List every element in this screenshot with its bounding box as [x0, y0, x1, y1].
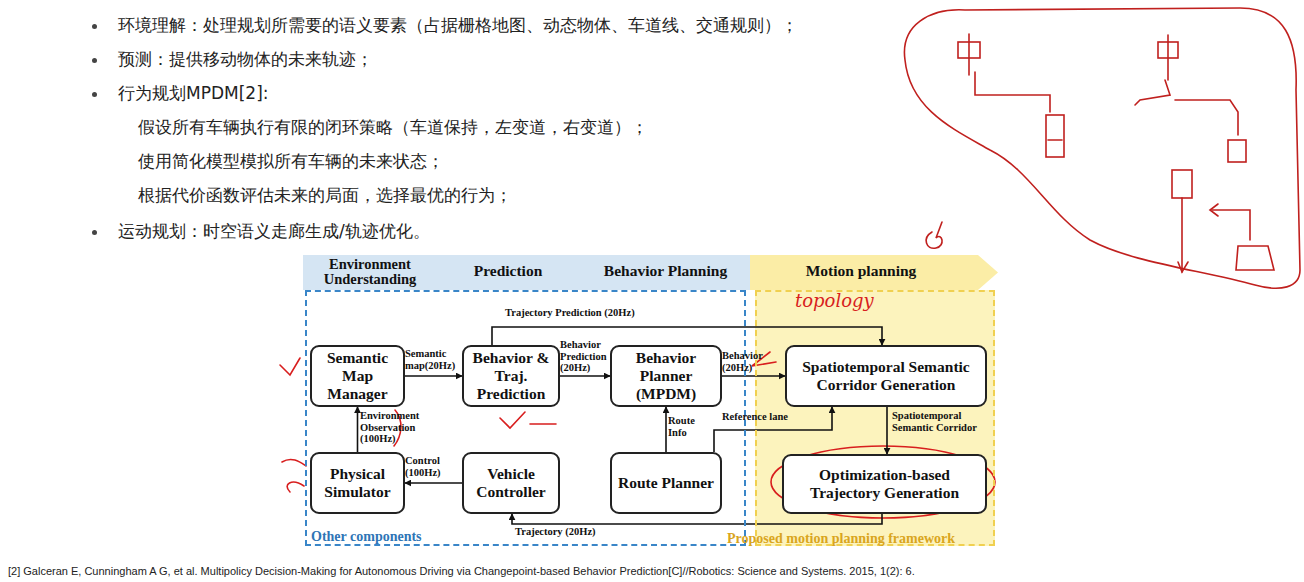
box-label: Physical Simulator — [317, 465, 398, 501]
edge-label: Trajectory (20Hz) — [515, 526, 625, 538]
text-slot: Behavior Planning — [588, 263, 743, 279]
process-box: Route Planner — [610, 452, 722, 514]
edge-label: Semantic map(20Hz) — [405, 348, 459, 371]
label-slot: 使用简化模型模拟所有车辆的未来状态； — [138, 150, 444, 173]
connector — [405, 482, 462, 484]
text-slot: Proposed motion planning framework — [727, 532, 999, 547]
label-slot: Semantic map(20Hz) — [405, 348, 459, 371]
bullet-dot — [92, 24, 97, 29]
process-box: Physical Simulator — [310, 452, 405, 514]
label-slot: topology — [795, 291, 874, 311]
connector — [492, 327, 882, 345]
box-label: Behavior & Traj. Prediction — [469, 349, 553, 402]
label-slot: Trajectory Prediction (20Hz) — [505, 307, 675, 319]
edge-label: Behavior Prediction (20Hz) — [560, 339, 608, 374]
edge-label: Environment Observation (100Hz) — [360, 410, 445, 445]
handwritten-note: topology — [795, 291, 874, 311]
edge-label: Control (100Hz) — [405, 455, 459, 478]
bullet-text: 根据代价函数评估未来的局面，选择最优的行为； — [138, 184, 512, 207]
bullet-dot — [92, 92, 97, 97]
connector — [886, 407, 888, 454]
box-label: Behavior Planner (MPDM) — [617, 349, 715, 402]
label-slot: 预测：提供移动物体的未来轨迹； — [118, 48, 373, 71]
label-slot: 行为规划MPDM[2]: — [118, 82, 269, 105]
process-box: Semantic Map Manager — [310, 345, 405, 407]
bullet-text: 环境理解：处理规划所需要的语义要素（占据栅格地图、动态物体、车道线、交通规则）； — [118, 14, 798, 37]
label-slot: Control (100Hz) — [405, 455, 459, 478]
process-box: Behavior Planner (MPDM) — [610, 345, 722, 407]
label-slot: 根据代价函数评估未来的局面，选择最优的行为； — [138, 184, 512, 207]
label-slot: 假设所有车辆执行有限的闭环策略（车道保持，左变道，右变道）； — [138, 116, 648, 139]
box-label: Optimization-based Trajectory Generation — [789, 466, 980, 502]
label-slot: Environment Observation (100Hz) — [360, 410, 445, 445]
group-label: Proposed motion planning framework — [727, 532, 999, 547]
edge-label: Reference lane — [722, 411, 822, 423]
text-slot: Other components — [311, 530, 531, 545]
header-arrow-band: Motion planning — [750, 255, 998, 290]
connector — [722, 375, 785, 377]
header-band: Environment Understanding Prediction Behav… — [303, 255, 750, 290]
process-box: Optimization-based Trajectory Generation — [782, 454, 987, 514]
process-box: Behavior & Traj. Prediction — [462, 345, 560, 407]
arrow-band-fill — [750, 255, 998, 290]
label-slot: 环境理解：处理规划所需要的语义要素（占据栅格地图、动态物体、车道线、交通规则）； — [118, 14, 798, 37]
connector — [357, 407, 359, 452]
region-fill — [755, 290, 995, 546]
band-label: Prediction — [453, 263, 563, 279]
label-slot: Behavior (20Hz) — [722, 350, 782, 373]
box-label: Route Planner — [618, 474, 714, 492]
band-label: Environment Understanding — [311, 257, 429, 287]
connector — [560, 375, 610, 377]
bullet-dot — [92, 58, 97, 63]
edge-label: Route Info — [668, 415, 708, 438]
bullet-text: 行为规划MPDM[2]: — [118, 82, 269, 105]
label-slot: Trajectory (20Hz) — [515, 526, 625, 538]
bullet-dot — [92, 230, 97, 235]
hand-sketch — [904, 8, 1300, 288]
bullet-text: 假设所有车辆执行有限的闭环策略（车道保持，左变道，右变道）； — [138, 116, 648, 139]
edge-label: Spatiotemporal Semantic Corridor — [892, 410, 985, 433]
connector — [405, 375, 462, 377]
edge-label: Behavior (20Hz) — [722, 350, 782, 373]
label-slot: Spatiotemporal Semantic Corridor — [892, 410, 985, 433]
label-slot: Route Info — [668, 415, 708, 438]
bullet-text: 运动规划：时空语义走廊生成/轨迹优化。 — [118, 220, 430, 243]
label-slot: 运动规划：时空语义走廊生成/轨迹优化。 — [118, 220, 430, 243]
label-slot: Behavior Prediction (20Hz) — [560, 339, 608, 374]
text-slot: Motion planning — [750, 263, 972, 279]
label-slot: Reference lane — [722, 411, 822, 423]
reference-caption: [2] Galceran E, Cunningham A G, et al. M… — [8, 565, 915, 577]
box-label: Spatiotemporal Semantic Corridor Generat… — [792, 358, 980, 394]
connector — [512, 514, 882, 524]
edge-label: Trajectory Prediction (20Hz) — [505, 307, 675, 319]
box-label: Semantic Map Manager — [317, 349, 398, 402]
connector — [665, 407, 667, 452]
band-label: Behavior Planning — [588, 263, 743, 279]
process-box: Vehicle Controller — [462, 452, 560, 514]
text-slot: Prediction — [453, 263, 563, 279]
bullet-text: 预测：提供移动物体的未来轨迹； — [118, 48, 373, 71]
group-label: Other components — [311, 530, 531, 545]
bullet-text: 使用简化模型模拟所有车辆的未来状态； — [138, 150, 444, 173]
process-box: Spatiotemporal Semantic Corridor Generat… — [785, 345, 987, 407]
band-label: Motion planning — [750, 263, 972, 279]
connector — [714, 407, 832, 452]
text-slot: Environment Understanding — [311, 257, 429, 287]
box-label: Vehicle Controller — [469, 465, 553, 501]
